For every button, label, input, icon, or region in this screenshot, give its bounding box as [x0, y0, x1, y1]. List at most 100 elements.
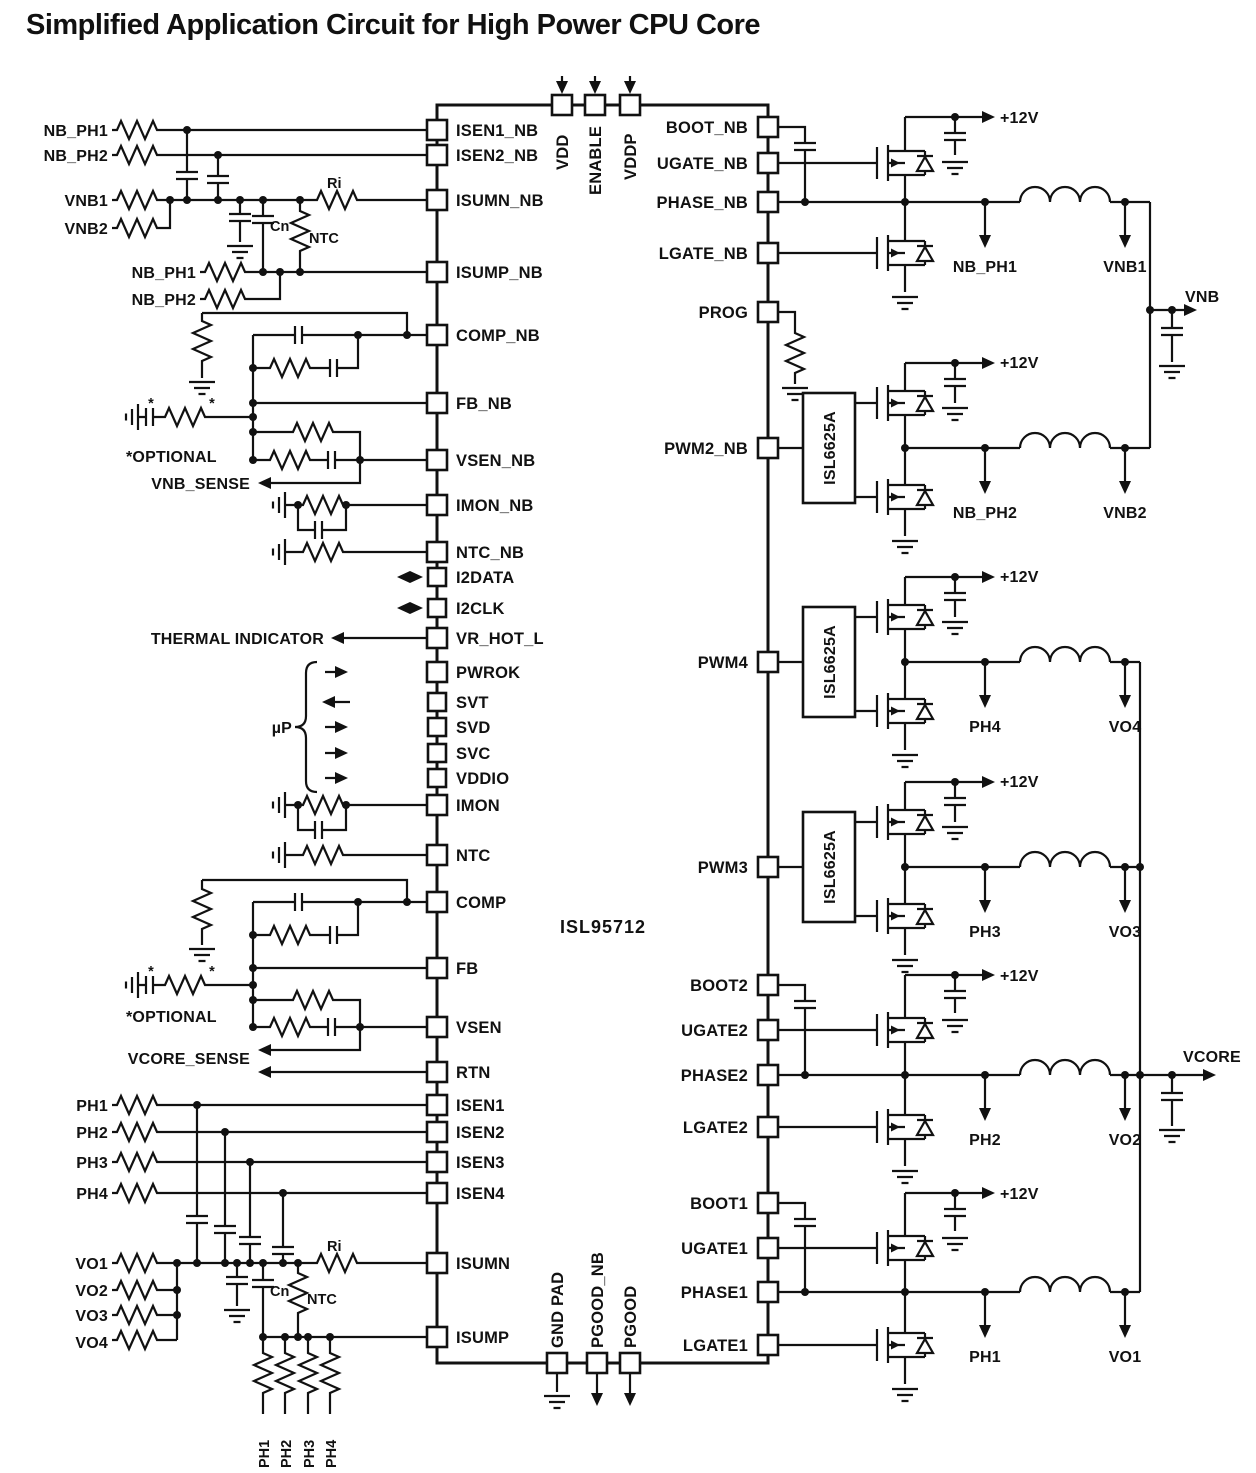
nb-power-stage-2-driver: ISL6625A +12V NB_PH2 VNB2	[779, 355, 1150, 553]
pin-label-imon: IMON	[456, 797, 500, 815]
pin-label-svt: SVT	[456, 694, 489, 712]
pin-label-isump: ISUMP	[456, 1329, 509, 1347]
pin-label-isen1-nb: ISEN1_NB	[456, 122, 538, 140]
pin-label-phase2: PHASE2	[681, 1067, 748, 1085]
net-label-vnb1: VNB1	[65, 193, 108, 210]
net-label-vnb-sense: VNB_SENSE	[151, 476, 250, 493]
net-label-ph3-out: PH3	[969, 924, 1001, 941]
pin-label-i2data: I2DATA	[456, 569, 514, 587]
core-isen-network: PH1 PH2 PH3 PH4	[76, 1094, 427, 1263]
thermal-indicator: THERMAL INDICATOR	[151, 631, 427, 648]
pin-label-boot-nb: BOOT_NB	[666, 119, 748, 137]
net-label-vcore-sense: VCORE_SENSE	[128, 1051, 250, 1068]
pin-label-vsen: VSEN	[456, 1019, 502, 1037]
core-compensation-network: * * *OPTIONAL VCORE_SENSE	[124, 878, 427, 1078]
pin-label-pwm2-nb: PWM2_NB	[664, 440, 748, 458]
net-label-vo2-out: VO2	[1109, 1132, 1142, 1149]
left-pins: ISEN1_NB ISEN2_NB ISUMN_NB ISUMP_NB COMP…	[425, 118, 544, 1349]
right-pins: BOOT_NB UGATE_NB PHASE_NB LGATE_NB PROG …	[657, 115, 780, 1357]
asterisk-res-nb: *	[209, 396, 215, 412]
pin-label-pwrok: PWROK	[456, 664, 520, 682]
core-power-stage-2: +12V PH2 VO2	[779, 968, 1142, 1185]
pin-label-phase-nb: PHASE_NB	[657, 194, 748, 212]
rail-label-12v-pwm3: +12V	[1000, 774, 1039, 791]
pin-label-isen1: ISEN1	[456, 1097, 505, 1115]
core-isum-network: VO1 VO2 VO3 VO4 Cn NTC Ri PH1 PH2 PH3 PH…	[75, 1239, 427, 1468]
res-label-ri-core: Ri	[327, 1239, 342, 1255]
pin-label-lgate-nb: LGATE_NB	[659, 245, 748, 263]
optional-note-nb: *OPTIONAL	[126, 449, 217, 466]
rail-label-12v-boot1: +12V	[1000, 1186, 1039, 1203]
net-label-vo4: VO4	[75, 1335, 108, 1352]
net-label-vo4-out: VO4	[1109, 719, 1142, 736]
net-label-nb-ph1: NB_PH1	[44, 123, 108, 140]
net-label-ph1-out: PH1	[969, 1349, 1001, 1366]
pin-label-vddp: VDDP	[622, 133, 640, 180]
net-label-nb-ph1-b: NB_PH1	[132, 265, 196, 282]
pin-label-pwm4: PWM4	[698, 654, 749, 672]
core-power-stage-4-driver: ISL6625A +12V PH4 VO4	[779, 569, 1141, 767]
brace	[294, 660, 318, 794]
ntc-network	[271, 840, 427, 870]
rail-label-12v-boot2: +12V	[1000, 968, 1039, 985]
pin-label-svd: SVD	[456, 719, 491, 737]
pin-label-vr-hot-l: VR_HOT_L	[456, 630, 544, 648]
pin-label-ntc: NTC	[456, 847, 491, 865]
rail-label-12v-nb2: +12V	[1000, 355, 1039, 372]
i2c-arrows	[397, 571, 423, 614]
pin-label-imon-nb: IMON_NB	[456, 497, 534, 515]
asterisk-cap-core: *	[148, 964, 154, 980]
net-label-thermal-indicator: THERMAL INDICATOR	[151, 631, 324, 648]
nb-isen-network: NB_PH1 NB_PH2	[44, 119, 427, 200]
pin-label-pwm3: PWM3	[698, 859, 748, 877]
pin-label-comp: COMP	[456, 894, 506, 912]
vcore-rail: VCORE	[1136, 662, 1241, 1292]
pin-label-isumn: ISUMN	[456, 1255, 510, 1273]
pin-label-isen2-nb: ISEN2_NB	[456, 147, 538, 165]
net-label-ph3-bottom: PH3	[302, 1440, 318, 1468]
pin-label-vdd: VDD	[554, 135, 572, 170]
res-label-ri-nb: Ri	[327, 176, 342, 192]
pin-label-comp-nb: COMP_NB	[456, 327, 540, 345]
page-title: Simplified Application Circuit for High …	[26, 9, 760, 41]
pin-label-lgate2: LGATE2	[683, 1119, 748, 1137]
pin-label-i2clk: I2CLK	[456, 600, 505, 618]
net-label-ph2-out: PH2	[969, 1132, 1001, 1149]
net-label-vo3: VO3	[75, 1308, 108, 1325]
driver-ic-name-2: ISL6625A	[822, 625, 839, 699]
pin-label-svc: SVC	[456, 745, 491, 763]
bottom-pins: GND PAD PGOOD_NB PGOOD	[542, 1252, 642, 1410]
net-label-ph1-bottom: PH1	[257, 1440, 273, 1468]
pin-square-pgood	[618, 1351, 642, 1375]
pin-label-fb-nb: FB_NB	[456, 395, 512, 413]
pin-label-boot1: BOOT1	[690, 1195, 748, 1213]
pin-square-gnd-pad	[545, 1351, 569, 1375]
asterisk-res-core: *	[209, 964, 215, 980]
pin-label-gnd-pad: GND PAD	[549, 1272, 567, 1348]
net-label-vnb1-out: VNB1	[1103, 259, 1146, 276]
net-label-vo1-out: VO1	[1109, 1349, 1142, 1366]
net-label-ph2-bottom: PH2	[279, 1440, 295, 1468]
core-power-stage-1: +12V PH1 VO1	[779, 1186, 1142, 1403]
core-power-stage-3-driver: ISL6625A +12V PH3 VO3	[779, 774, 1141, 972]
res-label-ntc-core: NTC	[307, 1292, 337, 1308]
net-label-vo2: VO2	[75, 1283, 108, 1300]
top-pins: VDD ENABLE VDDP	[550, 76, 642, 195]
asterisk-cap-nb: *	[148, 396, 154, 412]
net-label-nb-ph2: NB_PH2	[44, 148, 108, 165]
pin-label-isen3: ISEN3	[456, 1154, 505, 1172]
net-label-vnb2: VNB2	[65, 221, 108, 238]
driver-ic-name-3: ISL6625A	[822, 830, 839, 904]
optional-note-core: *OPTIONAL	[126, 1009, 217, 1026]
driver-ic-name-1: ISL6625A	[822, 411, 839, 485]
net-label-vo1: VO1	[75, 1256, 108, 1273]
pin-label-rtn: RTN	[456, 1064, 491, 1082]
net-label-ph4-bottom: PH4	[324, 1440, 340, 1468]
net-label-ph4-out: PH4	[969, 719, 1001, 736]
pin-label-prog: PROG	[699, 304, 748, 322]
rail-label-12v-pwm4: +12V	[1000, 569, 1039, 586]
pin-square-enable	[583, 93, 607, 117]
net-label-vnb2-out: VNB2	[1103, 505, 1146, 522]
